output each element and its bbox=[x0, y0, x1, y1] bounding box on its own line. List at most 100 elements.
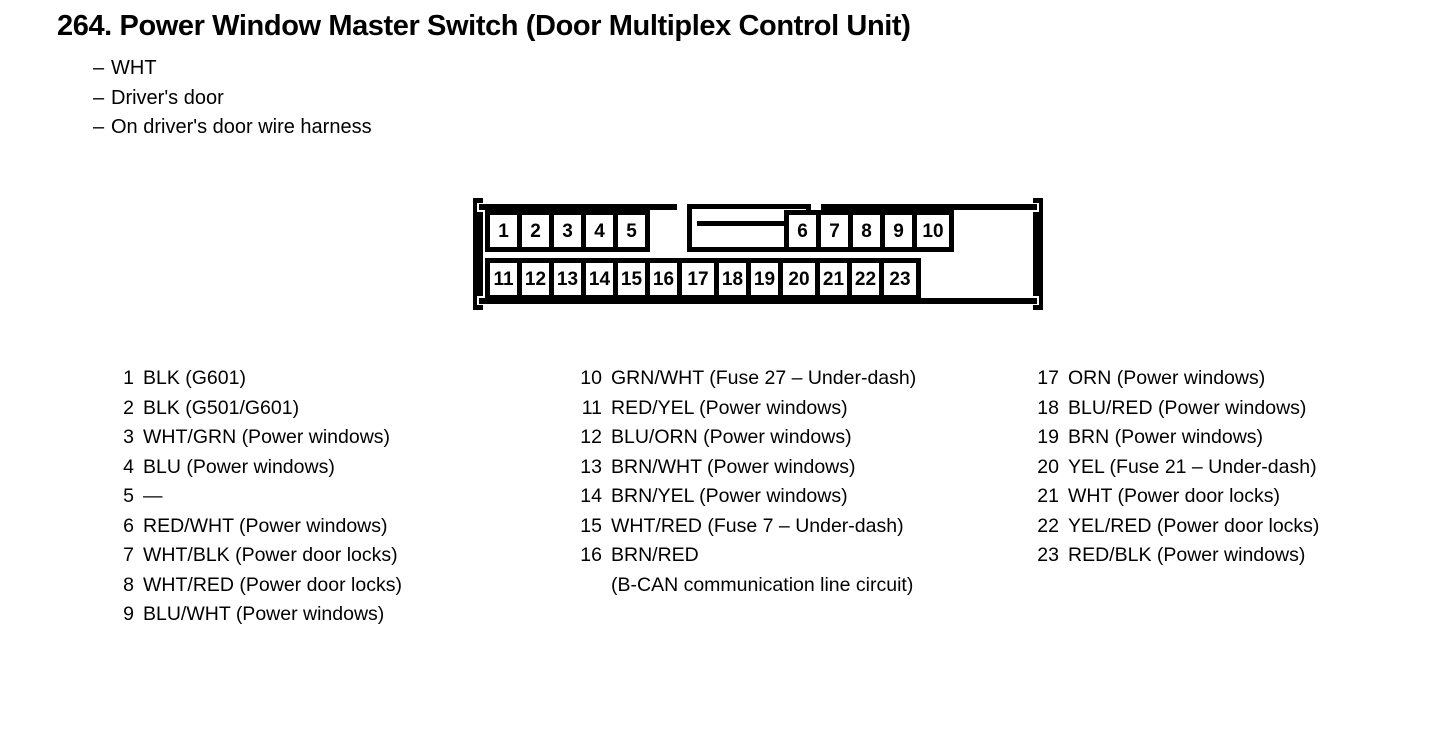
pin-description-row: 11 RED/YEL (Power windows) bbox=[578, 394, 916, 424]
pin-description: WHT/GRN (Power windows) bbox=[143, 426, 391, 448]
pin-description-row: 3 WHT/GRN (Power windows) bbox=[122, 423, 402, 453]
pin-description-row: 5 — bbox=[122, 482, 402, 512]
pin-description: BLU (Power windows) bbox=[143, 455, 335, 478]
pin-number: 19 bbox=[1037, 426, 1059, 448]
pin-cell[interactable]: 3 bbox=[549, 210, 586, 252]
pin-number: 17 bbox=[1037, 367, 1059, 389]
pin-description: ORN (Power windows) bbox=[1068, 367, 1266, 389]
pin-number: 14 bbox=[580, 485, 602, 507]
connector-bottom-row: 11 12 13 14 15 16 17 18 19 20 21 22 23 bbox=[485, 258, 921, 300]
pin-description-column-3: 17 ORN (Power windows) 18 BLU/RED (Power… bbox=[1035, 364, 1319, 571]
connector-top-row: 1 2 3 4 5 6 7 8 9 10 bbox=[485, 210, 954, 252]
pin-description: WHT/RED (Fuse 7 – Under-dash) bbox=[611, 514, 904, 537]
dash-icon: – bbox=[93, 116, 105, 138]
pin-description-row: 18 BLU/RED (Power windows) bbox=[1035, 394, 1319, 424]
pin-description: BRN/WHT (Power windows) bbox=[611, 455, 856, 478]
pin-number: 9 bbox=[123, 603, 134, 625]
pin-number: 7 bbox=[123, 544, 134, 566]
pin-number: 10 bbox=[580, 367, 602, 389]
pin-number: 16 bbox=[580, 544, 602, 566]
pin-cell[interactable]: 17 bbox=[677, 258, 719, 300]
pin-number: 1 bbox=[123, 367, 134, 389]
pin-number: 4 bbox=[123, 455, 134, 478]
pin-description-continuation: (B-CAN communication line circuit) bbox=[611, 573, 914, 596]
pin-description-row: 7 WHT/BLK (Power door locks) bbox=[122, 541, 402, 571]
pin-number: 23 bbox=[1037, 544, 1059, 566]
pin-number: 3 bbox=[123, 426, 134, 448]
dash-icon: – bbox=[93, 86, 105, 109]
pin-cell[interactable]: 10 bbox=[912, 210, 954, 252]
pin-description-row: 14 BRN/YEL (Power windows) bbox=[578, 482, 916, 512]
pin-description-row: 23 RED/BLK (Power windows) bbox=[1035, 541, 1319, 571]
pin-description: BLU/RED (Power windows) bbox=[1068, 396, 1307, 419]
subtitle-text: Driver's door bbox=[111, 86, 224, 109]
pin-cell[interactable]: 6 bbox=[784, 210, 821, 252]
connector-right-post bbox=[1033, 198, 1043, 310]
pin-description: YEL (Fuse 21 – Under-dash) bbox=[1068, 455, 1317, 478]
pin-number: 6 bbox=[123, 514, 134, 537]
pin-description: RED/YEL (Power windows) bbox=[611, 396, 848, 419]
connector-rail-bottom bbox=[479, 298, 1037, 304]
pin-cell[interactable]: 14 bbox=[581, 258, 618, 300]
pin-description-row: 4 BLU (Power windows) bbox=[122, 453, 402, 483]
pin-number: 12 bbox=[580, 426, 602, 448]
header: 264. Power Window Master Switch (Door Mu… bbox=[57, 9, 1397, 43]
pin-description-row: 12 BLU/ORN (Power windows) bbox=[578, 423, 916, 453]
subtitle-item: –Driver's door bbox=[93, 84, 372, 114]
pin-number: 5 bbox=[123, 485, 134, 507]
connector-diagram: 1 2 3 4 5 6 7 8 9 10 11 12 13 14 15 16 1… bbox=[473, 198, 1043, 310]
pin-description: RED/WHT (Power windows) bbox=[143, 514, 388, 537]
pin-cell[interactable]: 23 bbox=[879, 258, 921, 300]
pin-description-row: 17 ORN (Power windows) bbox=[1035, 364, 1319, 394]
pin-number: 11 bbox=[581, 396, 602, 419]
pin-number: 2 bbox=[123, 396, 134, 419]
pin-description: GRN/WHT (Fuse 27 – Under-dash) bbox=[611, 367, 917, 389]
pin-description: WHT (Power door locks) bbox=[1068, 485, 1281, 507]
pin-description-row: 9 BLU/WHT (Power windows) bbox=[122, 600, 402, 630]
pin-description: YEL/RED (Power door locks) bbox=[1068, 514, 1320, 537]
pin-cell[interactable]: 20 bbox=[778, 258, 820, 300]
pin-cell[interactable]: 2 bbox=[517, 210, 554, 252]
connector-top-row-gap bbox=[645, 210, 784, 252]
pin-description: BLU/ORN (Power windows) bbox=[611, 426, 852, 448]
connector-latch-divider bbox=[697, 221, 811, 226]
subtitle-text: On driver's door wire harness bbox=[111, 116, 372, 138]
connector-rail-top-right bbox=[821, 204, 1037, 210]
pin-description-row: 16 BRN/RED bbox=[578, 541, 916, 571]
subtitle-text: WHT bbox=[111, 57, 157, 79]
pin-cell[interactable]: 12 bbox=[517, 258, 554, 300]
pin-number: 21 bbox=[1037, 485, 1059, 507]
pin-description-row: 22 YEL/RED (Power door locks) bbox=[1035, 512, 1319, 542]
pin-description: BRN (Power windows) bbox=[1068, 426, 1264, 448]
connector-left-post bbox=[473, 198, 483, 310]
pin-number: 22 bbox=[1037, 514, 1059, 537]
pin-number: 18 bbox=[1037, 396, 1059, 419]
pin-cell[interactable]: 18 bbox=[714, 258, 751, 300]
pin-description-column-2: 10 GRN/WHT (Fuse 27 – Under-dash) 11 RED… bbox=[578, 364, 916, 600]
pin-description: BLK (G501/G601) bbox=[143, 396, 300, 419]
subtitle-item: –WHT bbox=[93, 54, 372, 84]
pin-description: WHT/RED (Power door locks) bbox=[143, 573, 402, 596]
pin-description-row: 8 WHT/RED (Power door locks) bbox=[122, 571, 402, 601]
pin-description: — bbox=[143, 485, 163, 507]
pin-description: BLK (G601) bbox=[143, 367, 246, 389]
pin-description-row: 2 BLK (G501/G601) bbox=[122, 394, 402, 424]
pin-cell[interactable]: 7 bbox=[816, 210, 853, 252]
pin-description-row: 20 YEL (Fuse 21 – Under-dash) bbox=[1035, 453, 1319, 483]
pin-description-row: 6 RED/WHT (Power windows) bbox=[122, 512, 402, 542]
pin-description-column-1: 1 BLK (G601) 2 BLK (G501/G601) 3 WHT/GRN… bbox=[122, 364, 402, 630]
page-title: 264. Power Window Master Switch (Door Mu… bbox=[57, 10, 911, 42]
dash-icon: – bbox=[93, 57, 105, 79]
pin-description: WHT/BLK (Power door locks) bbox=[143, 544, 398, 566]
pin-description-row: 10 GRN/WHT (Fuse 27 – Under-dash) bbox=[578, 364, 916, 394]
pin-number: 15 bbox=[580, 514, 602, 537]
connector-rail-top-left bbox=[479, 204, 677, 210]
subtitle-item: –On driver's door wire harness bbox=[93, 113, 372, 143]
subtitle-list: –WHT –Driver's door –On driver's door wi… bbox=[93, 54, 372, 143]
pin-description-row: 13 BRN/WHT (Power windows) bbox=[578, 453, 916, 483]
pin-cell[interactable]: 5 bbox=[613, 210, 650, 252]
pin-description: RED/BLK (Power windows) bbox=[1068, 544, 1306, 566]
pin-cell[interactable]: 1 bbox=[485, 210, 522, 252]
pin-description: BRN/RED bbox=[611, 544, 699, 566]
pin-description-row: 21 WHT (Power door locks) bbox=[1035, 482, 1319, 512]
